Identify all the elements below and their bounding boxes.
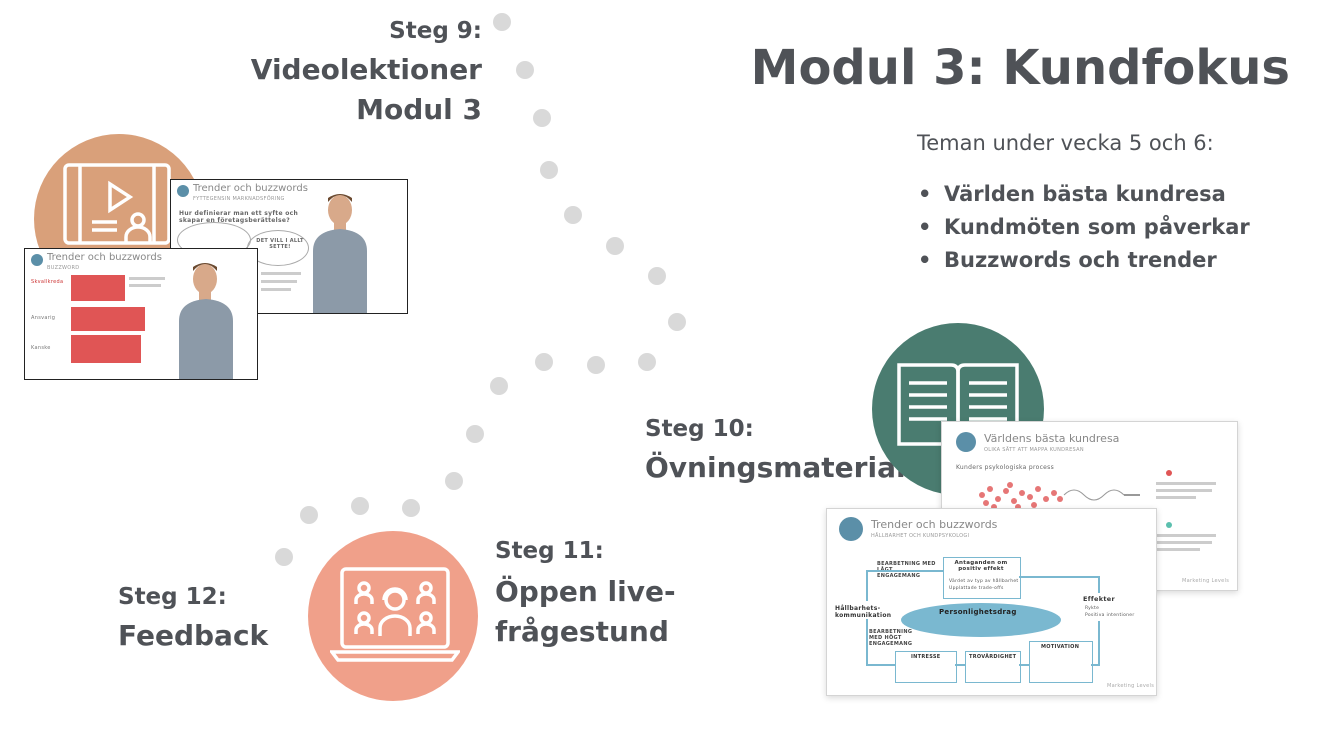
presenter-person-icon — [179, 263, 233, 379]
slide-title: Trender och buzzwords — [871, 518, 998, 531]
slide-label: Kanske — [31, 345, 51, 351]
step-12-label: Steg 12: — [118, 584, 227, 610]
slide-box-top-item: Upplattade trade-offs — [949, 586, 1004, 591]
slide-center: Personlighetsdrag — [939, 608, 1017, 616]
page-title: Modul 3: Kundfokus — [750, 40, 1290, 96]
topics-subtitle: Teman under vecka 5 och 6: — [917, 131, 1214, 155]
slide-box1: INTRESSE — [911, 654, 941, 660]
presenter-person-icon — [313, 194, 367, 313]
slide-bubble-text: DET VILL I ALLT SETTE! — [256, 238, 304, 250]
slide-bottom-label: BEARBETNING MED HÖGT ENGAGEMANG — [869, 629, 913, 647]
step-11-label: Steg 11: — [495, 538, 604, 564]
slide-logo-icon — [31, 254, 43, 266]
slide-footer: Marketing Levels — [1107, 683, 1155, 689]
slide-footer: Marketing Levels — [1182, 578, 1230, 584]
exercise-slide-front: Trender och buzzwords HÅLLBARHET OCH KUN… — [826, 508, 1157, 696]
diagram-arrows — [866, 570, 1100, 666]
step-10: Steg 10: Övningsmaterial — [645, 414, 906, 488]
slide-subtitle: FYTTEGENSIN MARKNADSFÖRING — [193, 196, 285, 202]
step-9-title-line1: Videolektioner — [250, 53, 482, 86]
slide-box-top-item: Värdet av typ av hållbarhet — [949, 579, 1019, 584]
step-9-label: Steg 9: — [389, 18, 482, 44]
topics-list: Världen bästa kundresa Kundmöten som påv… — [918, 178, 1250, 277]
slide-effects-title: Effekter — [1083, 595, 1115, 603]
slide-box2: TROVÄRDIGHET — [969, 654, 1017, 660]
step-10-label: Steg 10: — [645, 416, 754, 442]
slide-title: Trender och buzzwords — [193, 183, 308, 194]
slide-title: Trender och buzzwords — [47, 252, 162, 263]
topic-item: Buzzwords och trender — [918, 244, 1250, 277]
step-10-title: Övningsmaterial — [645, 451, 906, 484]
step-12-title: Feedback — [118, 619, 269, 652]
slide-label: Kunders psykologiska process — [956, 464, 1055, 471]
slide-question: Hur definierar man ett syfte och skapar … — [179, 210, 299, 224]
video-lesson-slide-front: Trender och buzzwords BUZZWORD Skvallkre… — [24, 248, 258, 380]
step-11: Steg 11: Öppen live- frågestund — [495, 536, 676, 652]
slide-effects-item: Positiva intentioner — [1085, 613, 1135, 618]
slide-box3: MOTIVATION — [1041, 644, 1080, 650]
slide-title: Världens bästa kundresa — [984, 432, 1120, 445]
slide-logo-icon — [177, 185, 189, 197]
step-9-title-line2: Modul 3 — [356, 93, 482, 126]
slide-label: Ansvarig — [31, 315, 56, 321]
step-11-title-line1: Öppen live- — [495, 575, 676, 608]
slide-logo-icon — [956, 432, 976, 452]
slide-label: Skvallkreda — [31, 279, 64, 285]
topic-item: Kundmöten som påverkar — [918, 211, 1250, 244]
video-lesson-icon — [63, 163, 171, 245]
slide-box-top: Antaganden om positiv effekt — [954, 560, 1008, 572]
slide-effects-item: Rykte — [1085, 606, 1100, 611]
slide-subtitle: OLIKA SÄTT ATT MAPPA KUNDRESAN — [984, 447, 1084, 453]
slide-logo-icon — [839, 517, 863, 541]
slide-subtitle: BUZZWORD — [47, 265, 80, 271]
step-9: Steg 9: Videolektioner Modul 3 — [250, 16, 482, 130]
slide-subtitle: HÅLLBARHET OCH KUNDPSYKOLOGI — [871, 533, 970, 539]
video-meeting-icon — [330, 567, 460, 662]
step-12: Steg 12: Feedback — [118, 582, 268, 656]
step-11-title-line2: frågestund — [495, 615, 669, 648]
slide-left-label: Hållbarhets-kommunikation — [835, 605, 892, 619]
topic-item: Världen bästa kundresa — [918, 178, 1250, 211]
